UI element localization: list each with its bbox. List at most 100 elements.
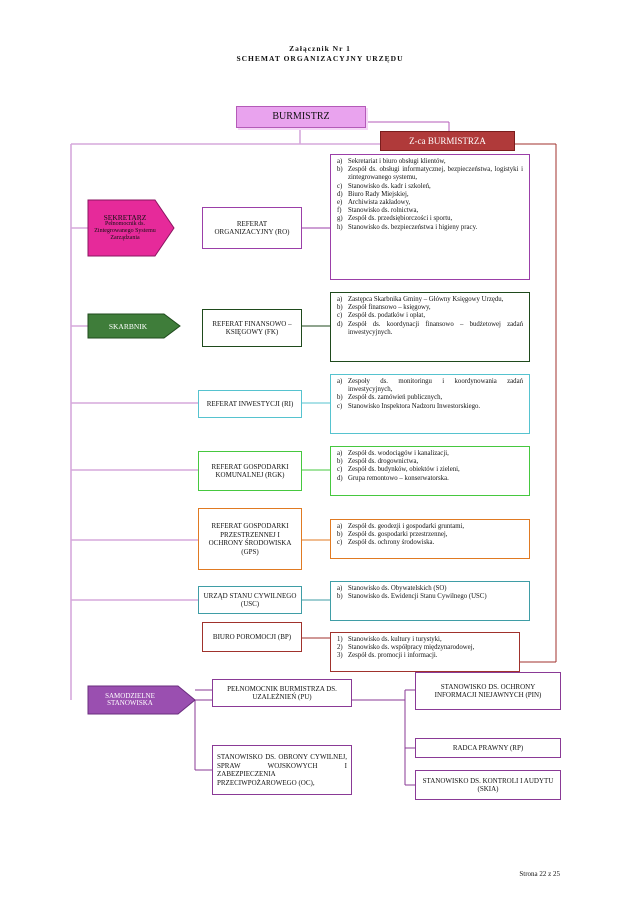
list-item-text: Stanowisko ds. rolnictwa, bbox=[348, 207, 419, 215]
unit-rgk: REFERAT GOSPODARKI KOMUNALNEJ (RGK) bbox=[198, 451, 302, 491]
list-item-marker: d) bbox=[337, 320, 343, 328]
list-fk: a)Zastępca Skarbnika Gminy – Główny Księ… bbox=[330, 292, 530, 362]
position-rp: RADCA PRAWNY (RP) bbox=[415, 738, 561, 758]
list-ro: a)Sekretariat i biuro obsługi klientów,b… bbox=[330, 154, 530, 280]
list-item-marker: c) bbox=[337, 539, 343, 547]
mayor-label: BURMISTRZ bbox=[272, 110, 330, 122]
list-item-text: Stanowisko Inspektora Nadzoru Inwestorsk… bbox=[348, 402, 481, 410]
list-item-text: Biuro Rady Miejskiej, bbox=[348, 190, 409, 198]
list-item-marker: b) bbox=[337, 394, 343, 402]
position-pu-label: PEŁNOMOCNIK BURMISTRZA DS. UZALEŻNIEŃ (P… bbox=[227, 684, 337, 702]
list-item-text: Zespół ds. ochrony środowiska. bbox=[348, 539, 435, 547]
list-item: 1)Stanowisko ds. kultury i turystyki, bbox=[337, 636, 513, 644]
list-item-marker: a) bbox=[337, 378, 343, 385]
unit-ri: REFERAT INWESTYCJI (RI) bbox=[198, 390, 302, 418]
list-item-text: Zespół ds. geodezji i gospodarki gruntam… bbox=[348, 523, 465, 530]
treasurer-label: SKARBNIK bbox=[108, 321, 148, 331]
list-item-marker: b) bbox=[337, 304, 343, 312]
list-item: d) Grupa remontowo – konserwatorska. bbox=[337, 475, 523, 483]
list-item: a) Zespół ds. geodezji i gospodarki grunt… bbox=[337, 523, 523, 531]
list-item: b)Zespół ds. drogownictwa, bbox=[337, 458, 523, 466]
list-item: g) Zespół ds. przedsiębiorczości i sportu… bbox=[337, 215, 523, 223]
list-item: d) Zespół ds. koordynacji finansowo – bud… bbox=[337, 321, 523, 337]
list-item-text: Zastępca Skarbnika Gminy – Główny Księgo… bbox=[348, 296, 504, 303]
unit-bp: BIURO POROMOCJI (BP) bbox=[202, 622, 302, 652]
list-item: a)Zastępca Skarbnika Gminy – Główny Księ… bbox=[337, 296, 523, 304]
unit-rgk-label: REFERAT GOSPODARKI KOMUNALNEJ (RGK) bbox=[211, 462, 289, 480]
list-item: b)Zespół ds. zamówień publicznych, bbox=[337, 394, 523, 402]
list-item-marker: c) bbox=[337, 466, 343, 474]
list-item-text: Zespoły ds. monitoringu i koordynowania … bbox=[348, 378, 523, 394]
list-item-marker: d) bbox=[337, 190, 343, 198]
list-item-text: Archiwista zakładowy, bbox=[348, 199, 411, 207]
list-item-marker: 3) bbox=[337, 652, 343, 660]
treasurer-arrow: SKARBNIK bbox=[88, 316, 168, 336]
list-item: a) Zespoły ds. monitoringu i koordynowani… bbox=[337, 378, 523, 394]
unit-usc: URZĄD STANU CYWILNEGO (USC) bbox=[198, 586, 302, 614]
list-item: a) Sekretariat i biuro obsługi klientów, bbox=[337, 158, 523, 166]
list-item-marker: 1) bbox=[337, 636, 343, 643]
list-item: c) Zespół ds. budynków, obiektów i zielen… bbox=[337, 466, 523, 474]
list-item: b) Zespół finansowo – księgowy, bbox=[337, 304, 523, 312]
list-item-text: Stanowisko ds. bezpieczeństwa i higieny … bbox=[348, 223, 478, 231]
unit-ro: REFERAT ORGANIZACYJNY (RO) bbox=[202, 207, 302, 249]
list-item: a)Stanowisko ds. Obywatelskich (SO) bbox=[337, 585, 523, 593]
list-item-marker: c) bbox=[337, 312, 343, 320]
position-oc: STANOWISKO DS. OBRONY CYWILNEJ, SPRAW WO… bbox=[212, 745, 352, 795]
unit-ri-label: REFERAT INWESTYCJI (RI) bbox=[206, 399, 294, 408]
list-item-text: Sekretariat i biuro obsługi klientów, bbox=[348, 158, 446, 165]
position-oc-label: STANOWISKO DS. OBRONY CYWILNEJ, SPRAW WO… bbox=[217, 753, 347, 787]
list-usc: a)Stanowisko ds. Obywatelskich (SO)b)Sta… bbox=[330, 581, 530, 621]
list-item-marker: a) bbox=[337, 450, 343, 457]
list-item: b)Zespół ds. obsługi informatycznej, bez… bbox=[337, 166, 523, 182]
list-item-marker: a) bbox=[337, 158, 343, 165]
mayor-box: BURMISTRZ bbox=[236, 106, 366, 128]
list-item-text: Zespół finansowo – księgowy, bbox=[348, 304, 431, 312]
unit-bp-label: BIURO POROMOCJI (BP) bbox=[212, 632, 292, 641]
list-item-text: Zespół ds. podatków i opłat, bbox=[348, 312, 426, 320]
list-item-text: Zespół ds. przedsiębiorczości i sportu, bbox=[348, 215, 453, 223]
page-number: Strona 22 z 25 bbox=[519, 870, 560, 878]
document-title: SCHEMAT ORGANIZACYJNY URZĘDU bbox=[236, 54, 404, 63]
list-item-marker: a) bbox=[337, 585, 343, 592]
list-item-marker: b) bbox=[337, 531, 343, 539]
list-item-text: Zespół ds. drogownictwa, bbox=[348, 458, 419, 466]
list-item: b) Zespół ds. gospodarki przestrzennej, bbox=[337, 531, 523, 539]
list-item-marker: c) bbox=[337, 182, 343, 190]
list-item: d) Biuro Rady Miejskiej, bbox=[337, 191, 523, 199]
list-item: a) Zespół ds. wodociągów i kanalizacji, bbox=[337, 450, 523, 458]
position-pu: PEŁNOMOCNIK BURMISTRZA DS. UZALEŻNIEŃ (P… bbox=[212, 679, 352, 707]
deputy-mayor-box: Z-ca BURMISTRZA bbox=[380, 131, 515, 151]
list-item-text: Zespół ds. gospodarki przestrzennej, bbox=[348, 531, 448, 539]
list-item-text: Zespół ds. budynków, obiektów i zieleni, bbox=[348, 466, 460, 474]
list-item: c) Zespół ds. ochrony środowiska. bbox=[337, 539, 523, 547]
list-item-marker: d) bbox=[337, 474, 343, 482]
position-rp-label: RADCA PRAWNY (RP) bbox=[452, 743, 524, 752]
list-item-text: Zespół ds. koordynacji finansowo – budże… bbox=[348, 320, 523, 336]
list-item-text: Zespół ds. wodociągów i kanalizacji, bbox=[348, 450, 449, 457]
list-item-marker: g) bbox=[337, 215, 343, 223]
list-item-marker: 2) bbox=[337, 644, 343, 652]
list-item: c) Zespół ds. podatków i opłat, bbox=[337, 312, 523, 320]
list-item-text: Zespół ds. promocji i informacji. bbox=[348, 652, 438, 660]
list-item: b)Stanowisko ds. Ewidencji Stanu Cywilne… bbox=[337, 593, 523, 601]
unit-gps-label: REFERAT GOSPODARKI PRZESTRZENNEJ I OCHRO… bbox=[208, 522, 292, 556]
list-item-marker: c) bbox=[337, 402, 343, 410]
annex-label: Załącznik Nr 1 bbox=[289, 44, 351, 53]
secretary-arrow: SEKRETARZ Pełnomocnik ds. Zintegrowanego… bbox=[88, 202, 162, 254]
list-item: 3) Zespół ds. promocji i informacji. bbox=[337, 652, 513, 660]
unit-fk-label: REFERAT FINANSOWO – KSIĘGOWY (FK) bbox=[212, 319, 292, 337]
list-item-marker: a) bbox=[337, 523, 343, 530]
list-bp: 1)Stanowisko ds. kultury i turystyki,2)S… bbox=[330, 632, 520, 672]
list-item: f)Stanowisko ds. rolnictwa, bbox=[337, 207, 523, 215]
list-item-marker: b) bbox=[337, 166, 343, 174]
independent-arrow: SAMODZIELNE STANOWISKA bbox=[90, 688, 170, 712]
position-skia-label: STANOWISKO DS. KONTROLI I AUDYTU (SKIA) bbox=[422, 776, 554, 794]
unit-usc-label: URZĄD STANU CYWILNEGO (USC) bbox=[203, 591, 297, 609]
treasurer-arrow-shape bbox=[87, 313, 181, 339]
list-item-text: Stanowisko ds. Ewidencji Stanu Cywilnego… bbox=[348, 593, 487, 601]
secretary-subtitle: Pełnomocnik ds. Zintegrowanego Systemu Z… bbox=[94, 221, 156, 241]
list-item: e)Archiwista zakładowy, bbox=[337, 199, 523, 207]
list-item-text: Grupa remontowo – konserwatorska. bbox=[348, 474, 449, 482]
